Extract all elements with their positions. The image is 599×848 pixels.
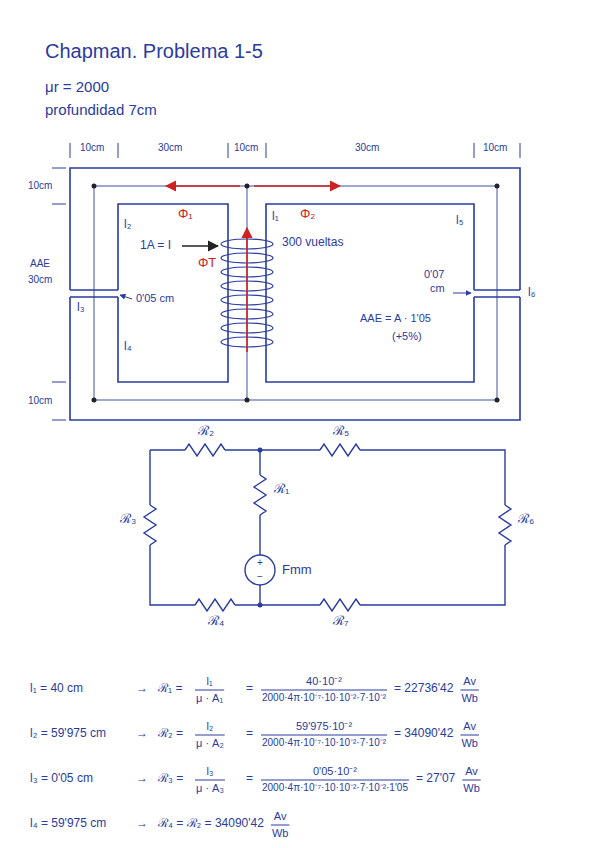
label-text: 2000·4π·10⁻⁷·10·10⁻²·7·10⁻²: [262, 692, 386, 704]
label-text: l₂ = 59'975 cm: [30, 727, 106, 741]
label-text: =: [246, 727, 253, 741]
label-text: Av: [465, 765, 478, 778]
dimension-ticks: [52, 143, 520, 420]
label-text: 0'07: [424, 268, 444, 281]
label-text: Av: [463, 720, 476, 733]
label-text: →: [136, 817, 148, 831]
mean-path: [94, 186, 497, 400]
label-text: 10cm: [80, 142, 104, 154]
label-text: l₃: [77, 301, 85, 315]
label-text: l₂: [124, 218, 131, 232]
label-text: Av: [463, 675, 476, 688]
fraction-bar: [460, 735, 479, 736]
label-text: 10cm: [234, 142, 258, 154]
label-text: 10cm: [28, 180, 52, 192]
fraction-bar: [261, 735, 387, 736]
label-text: Wb: [272, 827, 289, 840]
fraction-bar: [261, 690, 387, 691]
label-text: ℛ₄ = ℛ₂ = 34090'42: [158, 817, 264, 831]
label-text: 0'05 cm: [136, 292, 174, 305]
fraction-bar: [195, 735, 225, 736]
label-text: 2000·4π·10⁻⁷·10·10⁻²·7·10⁻²·1'05: [262, 782, 408, 794]
label-text: cm: [430, 282, 445, 295]
label-text: AAE: [30, 258, 50, 270]
label-text: 30cm: [158, 142, 182, 154]
fraction-bar: [195, 690, 224, 691]
label-text: l₁: [272, 210, 279, 224]
label-text: 300 vueltas: [282, 236, 343, 250]
label-text: Wb: [463, 782, 480, 795]
label-text: −: [257, 571, 263, 583]
label-text: 10cm: [483, 142, 507, 154]
label-text: 30cm: [28, 274, 52, 286]
label-text: 40·10⁻²: [306, 675, 342, 688]
label-text: profundidad 7cm: [45, 101, 157, 118]
label-text: l₄ = 59'975 cm: [30, 817, 106, 831]
label-text: l₁: [207, 675, 213, 688]
title: Chapman. Problema 1-5: [45, 40, 263, 63]
label-text: μ · A₂: [196, 737, 224, 750]
label-text: Φ₂: [300, 207, 315, 222]
label-text: 59'975·10⁻²: [296, 720, 352, 733]
fraction-bar: [261, 780, 409, 781]
label-text: μr = 2000: [45, 78, 109, 95]
label-text: ℛ₂ =: [158, 727, 183, 741]
label-text: ℛ₁ =: [158, 682, 182, 696]
fraction-bar: [271, 825, 290, 826]
label-text: l₁ = 40 cm: [30, 682, 83, 696]
label-text: (+5%): [392, 330, 422, 343]
reluctance-circuit: [144, 444, 511, 611]
label-text: = 34090'42: [394, 727, 453, 741]
label-text: 1A = I: [140, 239, 171, 253]
label-text: l₄: [124, 340, 132, 354]
label-text: →: [136, 727, 148, 741]
label-text: ΦT: [198, 256, 216, 271]
label-text: Fmm: [282, 563, 312, 578]
label-text: Wb: [461, 737, 478, 750]
label-text: 0'05·10⁻²: [313, 765, 357, 778]
label-text: ℛ₅: [333, 424, 349, 439]
fraction-bars: [195, 690, 481, 825]
flux-arrows: [166, 186, 340, 352]
label-text: l₂: [207, 720, 214, 733]
label-text: →: [136, 772, 148, 786]
label-text: l₅: [456, 214, 464, 228]
label-text: ℛ₂: [198, 424, 214, 439]
label-text: Φ₁: [178, 207, 193, 222]
label-text: μ · A₃: [196, 782, 224, 795]
label-text: 10cm: [28, 395, 52, 407]
label-text: ℛ₃ =: [158, 772, 183, 786]
label-text: ℛ₆: [518, 512, 534, 527]
label-text: l₆: [528, 286, 536, 300]
fraction-bar: [195, 780, 225, 781]
label-text: ℛ₁: [274, 482, 289, 497]
label-text: =: [246, 772, 253, 786]
label-text: Wb: [461, 692, 478, 705]
junction-dots: [92, 184, 500, 403]
label-text: μ · A₁: [196, 692, 223, 705]
label-text: l₃ = 0'05 cm: [30, 772, 93, 786]
core-outline: [70, 168, 520, 420]
label-text: =: [246, 682, 253, 696]
label-text: Av: [274, 810, 287, 823]
label-text: 2000·4π·10⁻⁷·10·10⁻²·7·10⁻²: [262, 737, 386, 749]
label-text: →: [136, 682, 148, 696]
label-text: AAE = A · 1'05: [360, 312, 431, 325]
fraction-bar: [462, 780, 481, 781]
label-text: = 22736'42: [394, 682, 453, 696]
fraction-bar: [460, 690, 479, 691]
label-text: = 27'07: [416, 772, 455, 786]
label-text: ℛ₄: [208, 614, 224, 629]
label-text: ℛ₃: [120, 512, 136, 527]
label-text: l₃: [207, 765, 214, 778]
label-text: ℛ₇: [333, 614, 348, 629]
label-text: +: [257, 557, 263, 569]
circuit-nodes: [258, 448, 263, 608]
label-text: 30cm: [355, 142, 379, 154]
